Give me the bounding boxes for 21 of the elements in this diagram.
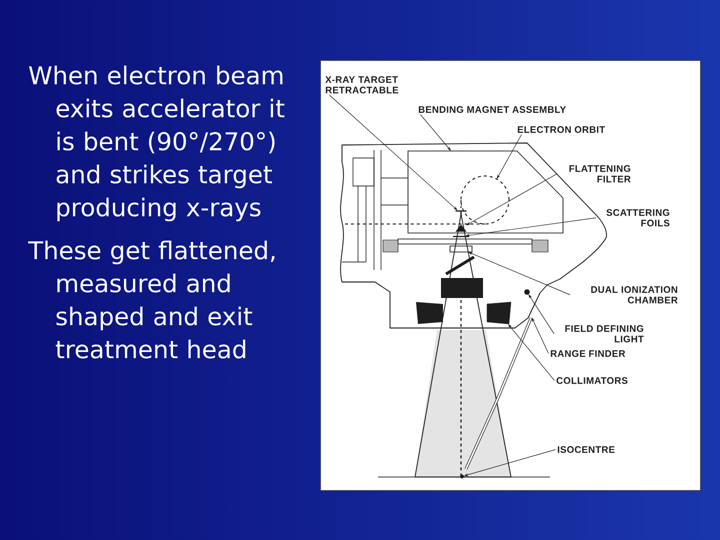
range-finder-beam: [464, 317, 532, 470]
field-light: [524, 289, 530, 295]
body-text: When electron beam exits accelerator it is bent (90°/270°) and strikes target producing x-rays: [29, 66, 284, 222]
collimator-jaw: [486, 302, 512, 324]
callout-label: SCATTERING FOILS: [606, 209, 670, 226]
callout-label: COLLIMATORS: [556, 377, 628, 384]
callout-label: X-RAY TARGET RETRACTABLE: [325, 76, 398, 94]
callout-label: DUAL IONIZATION CHAMBER: [591, 286, 678, 304]
callout-label: RANGE FINDER: [550, 350, 626, 357]
callout-label: FLATTENING FILTER: [569, 165, 631, 182]
isocentre-point: [460, 474, 464, 478]
callout-label: FIELD DEFINING LIGHT: [565, 325, 644, 342]
ionization-chamber: [450, 246, 472, 252]
target: [454, 210, 468, 217]
electron-orbit: [344, 176, 510, 224]
bending-magnet: [408, 150, 564, 234]
leader-line: [508, 324, 555, 381]
body-text: These get flattened, measured and shaped and exit treatment head: [28, 240, 274, 359]
callout-label: ISOCENTRE: [558, 446, 615, 453]
callout-label: BENDING MAGNET ASSEMBLY: [418, 106, 566, 113]
callout-label: ELECTRON ORBIT: [518, 126, 605, 133]
